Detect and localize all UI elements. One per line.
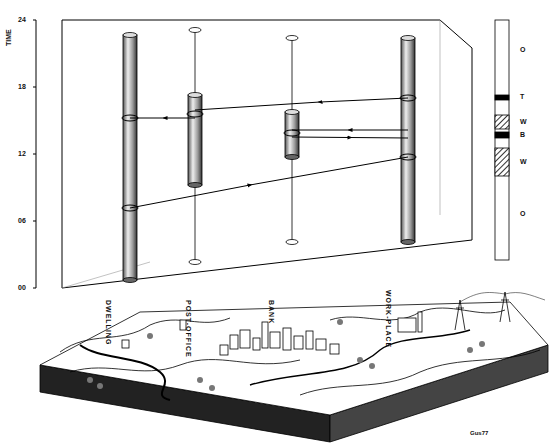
place-label: BANK (268, 300, 275, 324)
axis-number: 00 (18, 284, 26, 291)
activity-letter: T (520, 93, 524, 100)
axis-number: 06 (18, 217, 26, 224)
activity-letter: W (520, 118, 527, 125)
axis-number: 18 (18, 83, 26, 90)
daily-path (122, 95, 416, 211)
space-time-box (62, 20, 472, 288)
station-cylinders (123, 33, 415, 283)
activity-letter: O (520, 210, 525, 217)
landscape-block (40, 292, 548, 442)
axis-number: 12 (18, 150, 26, 157)
axis-number: 24 (18, 16, 26, 23)
activity-bar (495, 20, 509, 260)
signature: Gus77 (470, 430, 488, 436)
activity-letter: W (520, 158, 527, 165)
station-poles (189, 28, 298, 265)
activity-letter: B (520, 131, 525, 138)
activity-letter: O (520, 46, 525, 53)
time-axis (33, 20, 36, 288)
place-label: WORK-PLACE (385, 290, 392, 348)
place-label: DWELLING (105, 300, 112, 345)
place-label: POST-OFFICE (185, 300, 192, 358)
axis-title: TIME (5, 29, 12, 46)
